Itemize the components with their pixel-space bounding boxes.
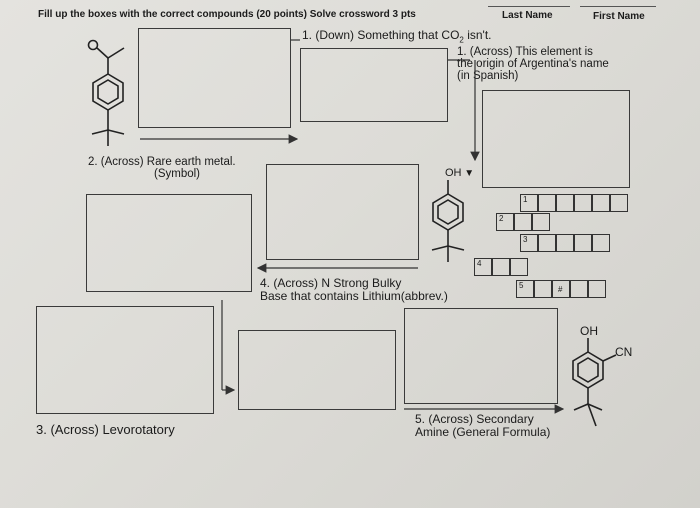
- arrow-down-icon: [221, 300, 236, 395]
- first-name-label: First Name: [593, 11, 645, 22]
- crossword-cell[interactable]: [610, 194, 628, 212]
- hash-mark: #: [558, 285, 563, 294]
- crossword-cell[interactable]: 1: [520, 194, 538, 212]
- first-name-blank[interactable]: [580, 6, 656, 7]
- clue-across-5: 5. (Across) Secondary Amine (General For…: [415, 412, 551, 439]
- crossword-cell[interactable]: [556, 234, 574, 252]
- clue-down-1: 1. (Down) Something that CO2 isn't.: [302, 28, 492, 45]
- hydroxyl-label: OH ▼: [445, 167, 475, 179]
- answer-box-5[interactable]: [86, 194, 252, 292]
- arrow-down-icon: ▼: [461, 168, 475, 179]
- clue-across-2: 2. (Across) Rare earth metal. (Symbol): [88, 156, 236, 181]
- answer-box-1[interactable]: [138, 28, 291, 128]
- crossword-cell[interactable]: 4: [474, 258, 492, 276]
- instruction-text: Fill up the boxes with the correct compo…: [38, 9, 416, 20]
- crossword-cell[interactable]: 2: [496, 213, 514, 231]
- crossword-cell[interactable]: [574, 234, 592, 252]
- crossword-cell[interactable]: [538, 194, 556, 212]
- crossword-cell[interactable]: [592, 234, 610, 252]
- answer-box-8[interactable]: [404, 308, 558, 404]
- clue-number: 3: [523, 235, 528, 244]
- crossword-cell[interactable]: #: [552, 280, 570, 298]
- answer-box-3[interactable]: [482, 90, 630, 188]
- crossword-cell[interactable]: 5: [516, 280, 534, 298]
- crossword-cell[interactable]: [570, 280, 588, 298]
- clue-number: 4: [477, 259, 482, 268]
- crossword-cell[interactable]: 3: [520, 234, 538, 252]
- last-name-blank[interactable]: [488, 6, 570, 7]
- clue-number: 2: [499, 214, 504, 223]
- nitrile-label: CN: [615, 345, 633, 359]
- clue-across-3: 3. (Across) Levorotatory: [36, 422, 175, 437]
- crossword-cell[interactable]: [510, 258, 528, 276]
- crossword-cell[interactable]: [574, 194, 592, 212]
- clue-across-4: 4. (Across) N Strong Bulky Base that con…: [260, 276, 448, 303]
- crossword-cell[interactable]: [492, 258, 510, 276]
- answer-box-7[interactable]: [238, 330, 396, 410]
- crossword-cell[interactable]: [532, 213, 550, 231]
- clue-number: 1: [523, 195, 528, 204]
- clue-across-1: 1. (Across) This element is the origin o…: [457, 46, 609, 83]
- crossword-cell[interactable]: [538, 234, 556, 252]
- answer-box-4[interactable]: [266, 164, 419, 260]
- last-name-label: Last Name: [502, 10, 553, 21]
- answer-box-2[interactable]: [300, 48, 448, 122]
- crossword-cell[interactable]: [534, 280, 552, 298]
- crossword-cell[interactable]: [588, 280, 606, 298]
- crossword-cell[interactable]: [514, 213, 532, 231]
- hydroxyl-label-2: OH: [580, 324, 598, 338]
- phenol-structure: [431, 180, 465, 262]
- answer-box-6[interactable]: [36, 306, 214, 414]
- hydroxy-benzonitrile-structure: [572, 338, 617, 427]
- aryl-ketone-structure: [87, 39, 125, 146]
- crossword-cell[interactable]: [556, 194, 574, 212]
- crossword-cell[interactable]: [592, 194, 610, 212]
- clue-number: 5: [519, 281, 524, 290]
